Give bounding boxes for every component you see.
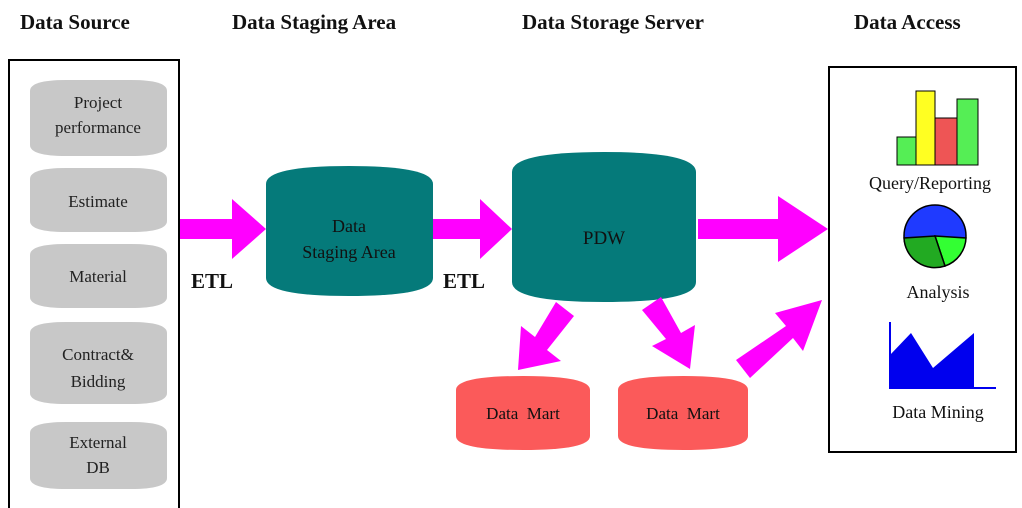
header-data-storage-server: Data Storage Server: [522, 10, 704, 34]
header-data-access: Data Access: [854, 10, 961, 34]
source-label-line2: DB: [86, 458, 110, 477]
area-chart-icon: [889, 322, 996, 389]
source-project-performance: Project performance: [30, 80, 167, 156]
source-label-line1: Project: [74, 93, 122, 112]
source-label-line1: External: [69, 433, 127, 452]
etl-arrow-1: [180, 199, 266, 259]
etl-label-2: ETL: [443, 269, 485, 293]
source-label-line2: Bidding: [71, 372, 126, 391]
access-tool-label: Analysis: [907, 282, 970, 302]
staging-label-line1: Data: [332, 216, 366, 236]
arrow-mart-to-access: [736, 300, 822, 378]
source-label-line2: performance: [55, 118, 141, 137]
staging-area-cylinder: Data Staging Area: [266, 166, 433, 296]
data-mart-1: Data Mart: [456, 376, 590, 450]
source-material: Material: [30, 244, 167, 308]
pie-chart-icon: [903, 204, 967, 269]
staging-label-line2: Staging Area: [302, 242, 395, 262]
source-label: Material: [69, 267, 127, 286]
data-mart-2: Data Mart: [618, 376, 748, 450]
data-access-box: [828, 66, 1017, 453]
data-mart-label: Data Mart: [486, 404, 560, 423]
etl-label-1: ETL: [191, 269, 233, 293]
pdw-cylinder: PDW: [512, 152, 696, 302]
access-tool-label: Data Mining: [892, 402, 984, 422]
source-estimate: Estimate: [30, 168, 167, 232]
header-data-staging-area: Data Staging Area: [232, 10, 397, 34]
etl-arrow-2: [433, 199, 512, 259]
source-label-line1: Contract&: [62, 345, 134, 364]
access-tool-label: Query/Reporting: [869, 173, 991, 193]
arrow-pdw-to-mart-1: [518, 302, 574, 370]
source-label: Estimate: [68, 192, 127, 211]
header-data-source: Data Source: [20, 10, 130, 34]
data-source-box: [8, 59, 180, 508]
arrow-pdw-to-access: [698, 196, 828, 262]
source-external-db: External DB: [30, 422, 167, 489]
source-contract-bidding: Contract& Bidding: [30, 322, 167, 404]
data-mart-label: Data Mart: [646, 404, 720, 423]
arrow-pdw-to-mart-2: [642, 297, 695, 369]
bar-chart-icon: [896, 90, 979, 166]
pdw-label: PDW: [583, 228, 625, 249]
